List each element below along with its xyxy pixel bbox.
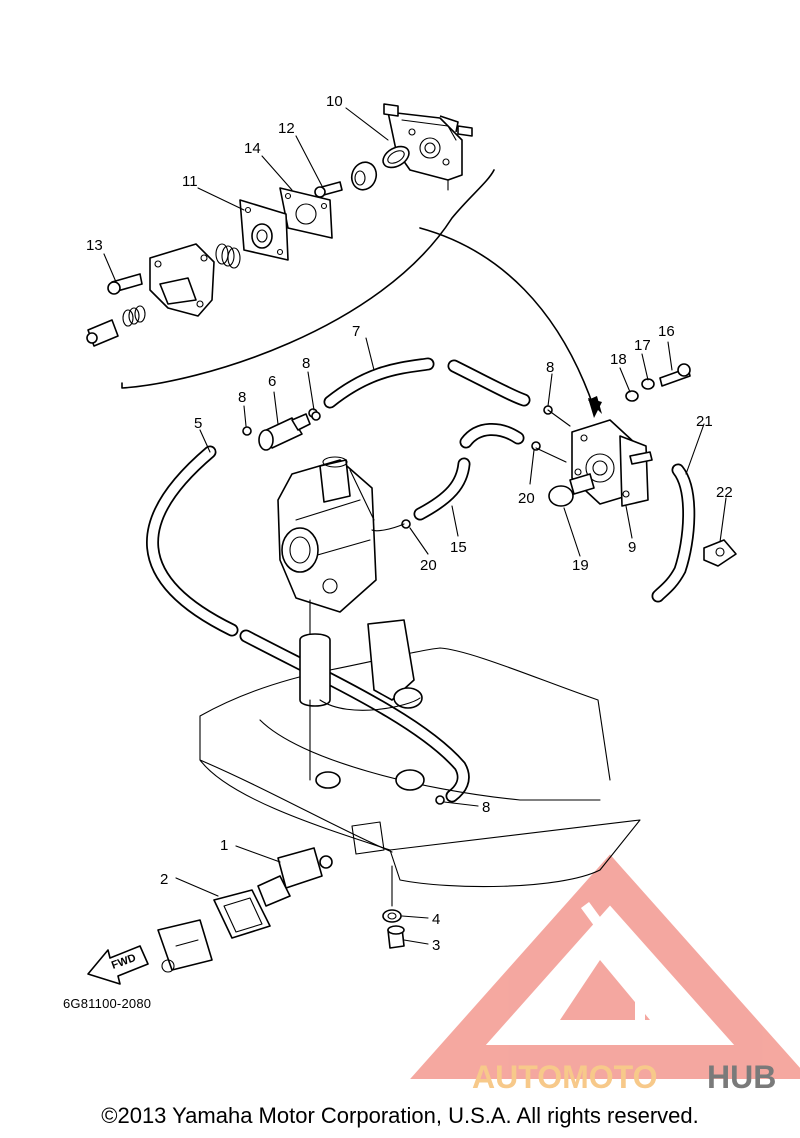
callout-12: 12 [278,120,295,137]
callout-6: 6 [268,373,276,390]
callout-21: 21 [696,413,713,430]
bolt-15 [659,363,691,387]
diagram-part-number: 6G81100-2080 [63,996,152,1011]
seal-2 [213,889,271,939]
automotohub-wordmark: AUTOMOTO HUB [472,1059,776,1095]
callout-2: 2 [160,871,168,888]
callout-20a: 20 [518,490,535,507]
callout-20b: 20 [420,557,437,574]
callout-8c: 8 [546,359,554,376]
callout-8a: 8 [302,355,310,372]
wordmark-part2: HUB [707,1059,776,1095]
callout-18: 19 [572,557,589,574]
callout-14: 14 [244,140,261,157]
pump-body-10 [383,103,473,191]
carburetor [277,456,377,641]
callout-10: 10 [326,93,343,110]
fuel-pump-9 [569,419,653,507]
callout-17: 18 [610,351,627,368]
callout-7: 7 [352,323,360,340]
callout-3: 3 [432,937,440,954]
fuel-filter-6 [242,408,318,451]
connector [157,919,213,973]
callout-8b: 8 [238,389,246,406]
fuel-joint-1 [257,847,333,907]
automotohub-logo [410,854,800,1079]
callout-5: 5 [194,415,202,432]
leader-lines [103,107,727,945]
callout-8d: 8 [482,799,490,816]
callout-1: 1 [220,837,228,854]
callout-4: 4 [432,911,440,928]
callout-15: 16 [658,323,675,340]
wordmark-part1: AUTOMOTO [472,1059,657,1095]
callout-9: 9 [628,539,636,556]
callout-16: 17 [634,337,651,354]
fwd-arrow-icon: FWD [87,945,149,985]
callout-13: 13 [86,237,103,254]
lower-cowling [199,619,641,888]
copyright-notice: ©2013 Yamaha Motor Corporation, U.S.A. A… [101,1103,699,1128]
callout-19: 15 [450,539,467,556]
pump-inset [86,103,602,418]
callout-22: 22 [716,484,733,501]
callout-labels: 10 12 14 11 13 7 8 6 8 5 8 18 17 16 21 2… [86,93,733,954]
clip-22 [703,539,737,567]
callout-11: 11 [182,173,198,190]
